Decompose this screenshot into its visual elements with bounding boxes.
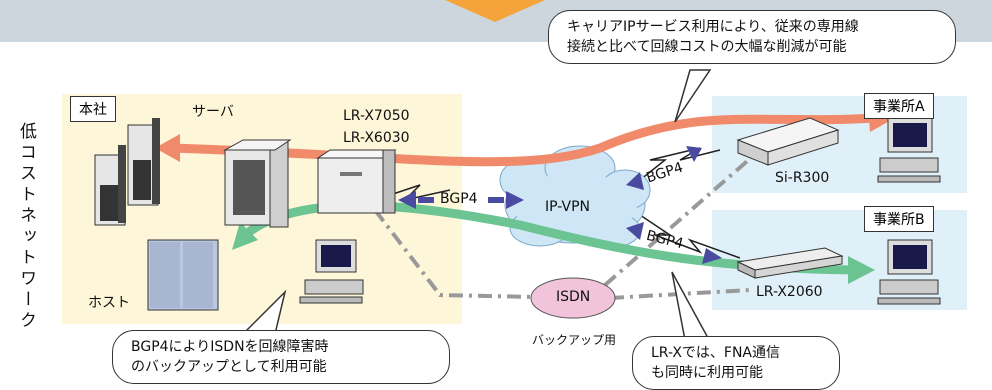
- callout-top-line-2: 接続と比べて回線コストの大幅な削減が可能: [567, 39, 847, 55]
- isdn-line-hq: [373, 208, 536, 299]
- isdn-label: ISDN: [556, 289, 591, 305]
- link-office-b: [639, 214, 741, 259]
- server-label: サーバ: [192, 104, 234, 120]
- callout-br-line-1: LR-Xでは、FNA通信: [651, 345, 781, 361]
- callout-top-tail: [674, 69, 712, 123]
- green-arrowhead-left: [232, 222, 258, 250]
- green-arrowhead-right: [848, 256, 875, 284]
- bgp-arrows: [398, 146, 722, 264]
- router-si-r300-icon: [736, 117, 840, 166]
- callout-br-tail: [671, 271, 710, 341]
- callout-top: キャリアIPサービス利用により、従来の専用線 接続と比べて回線コストの大幅な削減…: [548, 10, 956, 64]
- host-mainframe-icon: [147, 239, 219, 311]
- server-icon: [94, 118, 160, 226]
- isdn-node: [530, 277, 616, 319]
- callout-bottom-right: LR-Xでは、FNA通信 も同時に利用可能: [632, 336, 840, 390]
- down-triangle-icon: [445, 0, 545, 22]
- orange-arrowhead-left: [155, 134, 180, 162]
- pc-icon-office-b: [877, 239, 941, 305]
- host-label: ホスト: [88, 295, 130, 311]
- router-lr-x2060-icon: [736, 247, 844, 279]
- pc-icon-hq: [299, 239, 364, 304]
- callout-top-line-1: キャリアIPサービス利用により、従来の専用線: [567, 19, 859, 35]
- router-model-2: LR-X6030: [343, 130, 410, 146]
- rack-server-icon: [223, 139, 292, 228]
- ip-vpn-cloud: [499, 145, 651, 249]
- isdn-note: バックアップ用: [532, 333, 617, 347]
- bgp-label-hq: BGP4: [440, 191, 478, 207]
- isdn-line-office-a: [603, 148, 762, 287]
- vertical-title: 低コストネットワーク: [16, 122, 36, 332]
- hq-label: 本社: [70, 96, 116, 122]
- pc-icon-office-a: [877, 117, 941, 183]
- callout-br-line-2: も同時に利用可能: [651, 365, 763, 381]
- core-router-icon: [316, 149, 397, 214]
- ip-vpn-label: IP-VPN: [545, 199, 590, 215]
- link-office-a: [639, 147, 721, 181]
- router-model-1: LR-X7050: [343, 108, 410, 124]
- office-a-label: 事業所A: [864, 93, 934, 119]
- callout-bottom-left: BGP4によりISDNを回線障害時 のバックアップとして利用可能: [112, 330, 450, 384]
- office-b-router: LR-X2060: [756, 284, 823, 300]
- office-a-router: Si-R300: [775, 170, 830, 186]
- callout-bl-line-2: のバックアップとして利用可能: [131, 359, 327, 375]
- office-b-label: 事業所B: [864, 206, 934, 232]
- callout-bl-line-1: BGP4によりISDNを回線障害時: [131, 339, 329, 355]
- link-hq: [389, 184, 451, 202]
- green-arrow: [242, 201, 856, 275]
